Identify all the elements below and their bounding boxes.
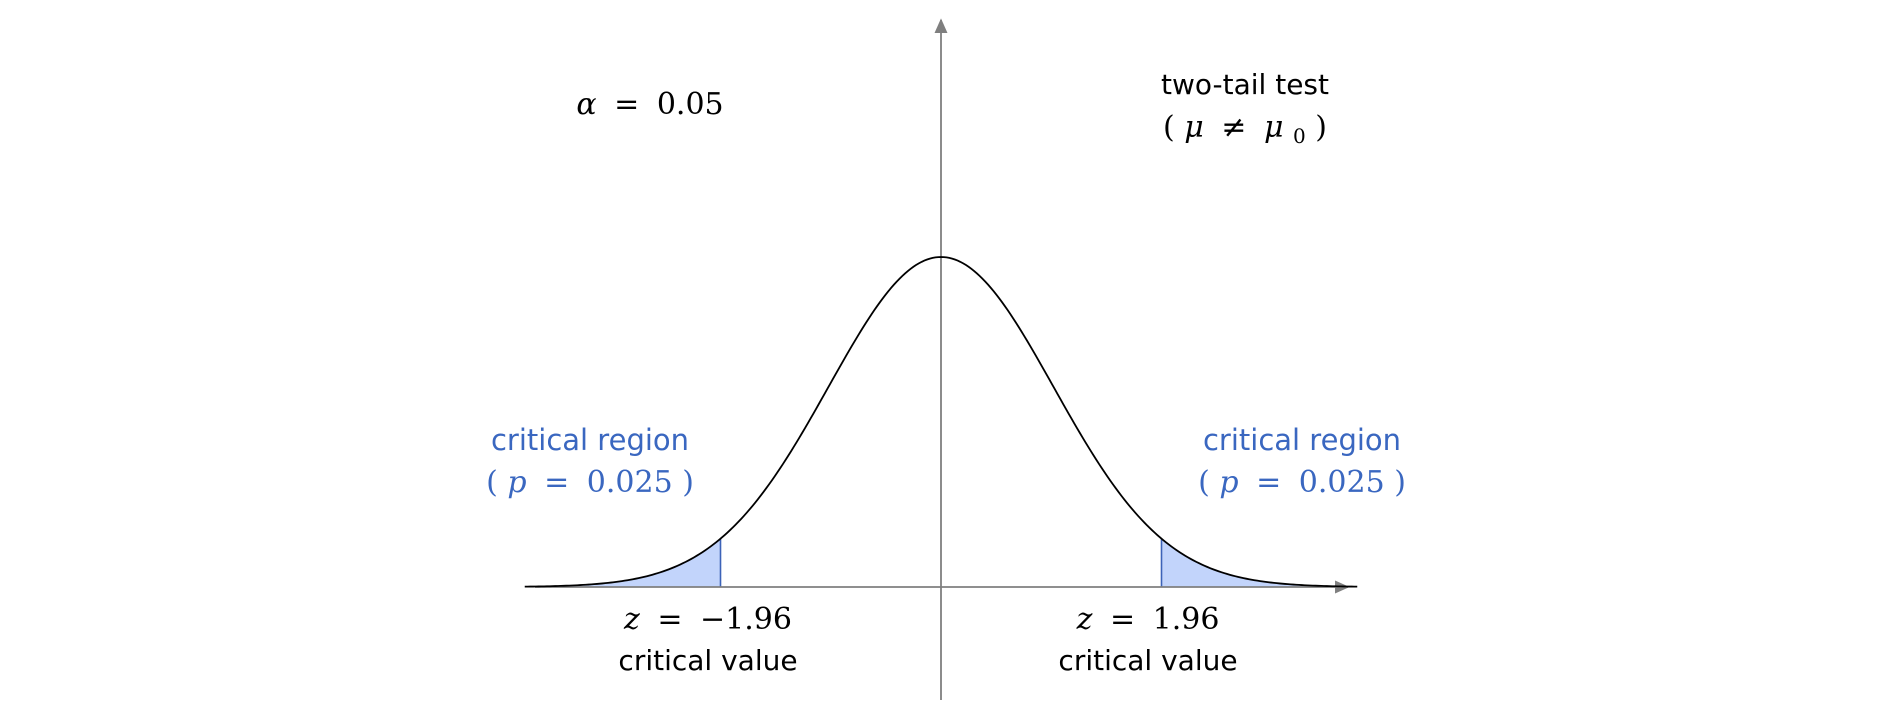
hypothesis-neq: ≠ (1221, 110, 1246, 145)
left-p-close: ) (682, 465, 694, 500)
left-p-var: p (507, 465, 526, 500)
hypothesis-mu: μ (1184, 110, 1204, 145)
left-z-eq: = (657, 602, 682, 637)
test-title: two-tail test (1161, 68, 1329, 101)
left-critical-z: z = −1.96 (623, 602, 792, 637)
left-p-open: ( (486, 465, 498, 500)
right-critical-z: z = 1.96 (1076, 602, 1220, 637)
left-region-label: critical region (491, 423, 689, 457)
left-region-p-value: ( p = 0.025 ) (486, 465, 694, 500)
right-critical-label: critical value (1058, 644, 1237, 677)
alpha-value: 0.05 (657, 87, 724, 122)
right-critical-region-fill (1161, 538, 1358, 587)
left-z-value: −1.96 (700, 602, 792, 637)
test-hypothesis: ( μ ≠ μ 0 ) (1163, 110, 1327, 151)
left-p-value: 0.025 (587, 465, 673, 500)
alpha-equals: = (614, 87, 639, 122)
hypothesis-mu0: μ (1264, 110, 1284, 145)
alpha-label: α = 0.05 (576, 87, 723, 122)
left-critical-label: critical value (618, 644, 797, 677)
right-p-value: 0.025 (1299, 465, 1385, 500)
right-region-p-value: ( p = 0.025 ) (1198, 465, 1406, 500)
left-z-var: z (623, 602, 640, 637)
left-p-eq: = (544, 465, 569, 500)
right-p-open: ( (1198, 465, 1210, 500)
hypothesis-close-paren: ) (1315, 110, 1327, 145)
right-region-label: critical region (1203, 423, 1401, 457)
left-critical-region-fill (524, 538, 721, 587)
right-z-eq: = (1110, 602, 1135, 637)
right-z-var: z (1076, 602, 1093, 637)
hypothesis-mu0-subscript: 0 (1293, 124, 1306, 148)
right-p-var: p (1219, 465, 1238, 500)
hypothesis-open-paren: ( (1163, 110, 1175, 145)
right-p-eq: = (1256, 465, 1281, 500)
right-z-value: 1.96 (1153, 602, 1220, 637)
normal-distribution-curve (524, 256, 1358, 588)
right-p-close: ) (1394, 465, 1406, 500)
alpha-symbol: α (576, 87, 596, 122)
